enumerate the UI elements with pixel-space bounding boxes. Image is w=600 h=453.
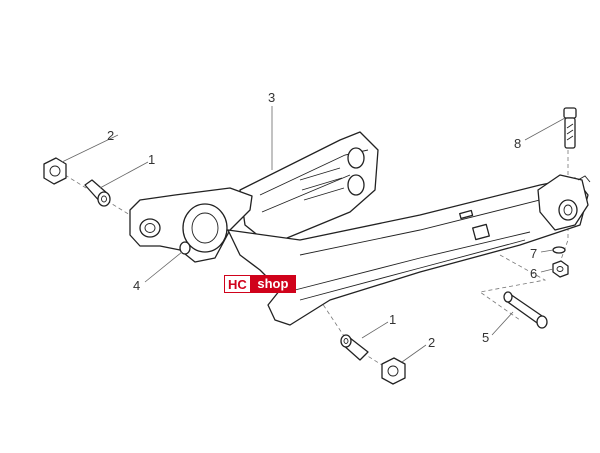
nut-part-2-bottom [381, 357, 406, 385]
nut-part-2-top [43, 157, 67, 185]
chain-guide-tab [459, 209, 474, 220]
chain-guide-slot [472, 223, 490, 241]
callout-5: 5 [482, 330, 489, 345]
callout-1-top: 1 [148, 152, 155, 167]
pivot-housing [182, 203, 228, 253]
callout-labels: 2 1 3 4 8 7 6 5 1 2 [107, 90, 537, 350]
callout-6: 6 [530, 266, 537, 281]
callout-2-bottom: 2 [428, 335, 435, 350]
swingarm [129, 131, 591, 326]
callout-8: 8 [514, 136, 521, 151]
hc-shop-watermark: HC shop [224, 275, 296, 293]
nut-part-6 [552, 260, 569, 278]
cross-tube-end [347, 147, 365, 169]
washer-part-7 [552, 246, 566, 254]
bushing-part-1-top [84, 179, 111, 207]
bushing-part-1-bottom [340, 334, 369, 361]
pivot-bushing-hole [139, 218, 161, 238]
callout-4: 4 [133, 278, 140, 293]
pin-part-5 [503, 291, 548, 329]
watermark-shop: shop [249, 275, 296, 293]
callout-1-bottom: 1 [389, 312, 396, 327]
cross-tube-end-lower [347, 174, 365, 196]
axle-hole [558, 199, 578, 221]
washer-part-4 [179, 241, 191, 255]
callout-2-top: 2 [107, 128, 114, 143]
watermark-hc: HC [224, 275, 250, 293]
bolt-part-8 [563, 107, 577, 149]
leader-lines [61, 106, 566, 363]
swingarm-cross-member [239, 131, 379, 246]
callout-7: 7 [530, 246, 537, 261]
callout-3: 3 [268, 90, 275, 105]
